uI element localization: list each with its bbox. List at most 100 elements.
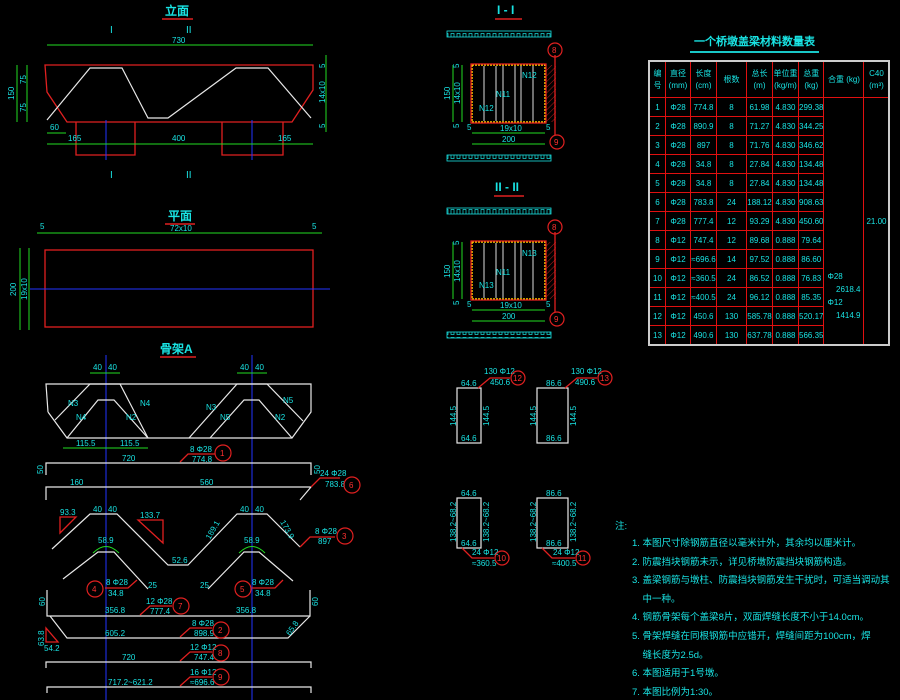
bar-label: N2 (126, 413, 137, 422)
col-header: C40 (m³) (863, 60, 890, 98)
section-mark: II (186, 25, 192, 36)
section-i-i: I - I N12 N11 N12 150 14x10 5 5 5 5 19x1… (443, 3, 565, 162)
table-cell: 908.63 (797, 192, 825, 212)
callout-circle (547, 219, 563, 235)
label-strip (446, 207, 552, 215)
stirrup-side: 138.2~68.2 (482, 501, 491, 542)
table-cell: 13 (648, 325, 666, 346)
rebar-segment: 173.9 (278, 519, 296, 541)
table-cell: 86.60 (797, 249, 825, 269)
dim-inner: 14x10 (453, 260, 462, 282)
note-item: 2. 防震挡块钢筋未示，详见桥墩防震挡块钢筋构造。 (632, 556, 852, 568)
rebar-segment: 52.6 (172, 556, 188, 565)
skeleton-frame (45, 383, 312, 439)
dim-width: 200 (502, 312, 516, 321)
rebar-segment: 50 (313, 465, 322, 474)
dim-bottom: 400 (172, 134, 186, 143)
table-cell: 96.12 (746, 287, 773, 307)
table-cell: 897 (690, 135, 717, 155)
table-cell: 777.4 (690, 211, 717, 231)
rebar-segment: 60 (38, 597, 47, 606)
rebar-length: ≈360.5 (472, 559, 497, 568)
rebar-spec: 12 Φ12 (190, 643, 217, 652)
table-cell: 134.48 (797, 154, 825, 174)
callout-number: 6 (349, 481, 354, 490)
plan-subtitle: 72x10 (170, 224, 192, 233)
section-label: N12 (522, 71, 537, 80)
elevation-view: 立面 730 150 75 75 5 14x10 5 60 165 400 16… (7, 3, 327, 181)
stirrup-side: 138.2~68.2 (529, 501, 538, 542)
table-cell: 490.6 (690, 325, 717, 346)
dim-height: 150 (443, 264, 452, 278)
table-cell: 61.98 (746, 97, 773, 117)
bar-label: N3 (206, 403, 217, 412)
table-cell: 86.52 (746, 268, 773, 288)
rebar-spec: 24 Φ28 (320, 469, 347, 478)
table-header-row: 编号 直径 (mm) 长度 (cm) 根数 总长 (m) 单位重 (kg/m) … (648, 60, 890, 98)
dim-edge: 5 (546, 300, 551, 309)
table-cell: ≈360.5 (690, 268, 717, 288)
rebar-spec: 8 Φ28 (315, 527, 338, 536)
section-mark: I (110, 25, 113, 36)
table-cell: 0.888 (772, 230, 799, 250)
table-cell: 4.830 (772, 97, 799, 117)
callout-circle (597, 370, 613, 386)
notes-list: 1. 本图尺寸除钢筋直径以毫米计外，其余均以厘米计。2. 防震挡块钢筋未示，详见… (632, 535, 900, 700)
table-cell: 0.888 (772, 249, 799, 269)
rebar-8-shape (45, 661, 312, 668)
rebar-segment: 356.8 (236, 606, 257, 615)
table-cell: 34.8 (690, 154, 717, 174)
rebar-segment: 58.9 (98, 536, 114, 545)
table-cell: 783.8 (690, 192, 717, 212)
elevation-title: 立面 (165, 3, 189, 18)
col-header: 总长 (m) (746, 60, 773, 98)
bar-label: N3 (68, 399, 79, 408)
skeleton-bar (66, 399, 149, 439)
table-cell: 585.78 (746, 306, 773, 326)
callout-number: 11 (578, 554, 587, 563)
section-title: I - I (497, 3, 514, 17)
dim-edge: 5 (546, 123, 551, 132)
table-cell: 4.830 (772, 173, 799, 193)
skeleton-outline (46, 67, 312, 121)
dim-edge: 5 (452, 123, 461, 128)
table-cell: 89.68 (746, 230, 773, 250)
rebar-spec: 8 Φ28 (252, 578, 275, 587)
dim-edge: 5 (467, 300, 472, 309)
table-cell: 71.27 (746, 116, 773, 136)
table-cell: ≈696.6 (690, 249, 717, 269)
stirrup-side: 138.2~68.2 (569, 501, 578, 542)
leader-line (179, 651, 212, 662)
dim-height: 150 (443, 86, 452, 100)
stirrup-shape (456, 387, 482, 444)
leader-line (477, 377, 510, 389)
callout-circle (172, 597, 190, 615)
table-cell: 93.29 (746, 211, 773, 231)
callout-number: 3 (342, 532, 347, 541)
rebar-length: 450.6 (490, 378, 511, 387)
rebar-4-shape (62, 551, 149, 590)
dim-inner: 14x10 (453, 82, 462, 104)
callout-number: 8 (552, 223, 557, 232)
table-cell: 12 (648, 306, 666, 326)
table-cell: 0.888 (772, 306, 799, 326)
table-cell: 12 (716, 211, 747, 231)
rebar-segment: 50 (36, 465, 45, 474)
leader-line (179, 453, 215, 463)
rebar-segment: 60 (311, 597, 320, 606)
dim-edge: 5 (452, 300, 461, 305)
plan-view: 平面 72x10 5 5 200 19x10 (9, 209, 330, 330)
table-cell: 8 (716, 135, 747, 155)
dim-right: 5 (318, 63, 327, 68)
rebar-segment: 40 (240, 505, 249, 514)
dim-height: 200 (9, 282, 18, 296)
table-cell: 4.830 (772, 192, 799, 212)
dim-end: 5 (312, 222, 317, 231)
table-cell: 4.830 (772, 135, 799, 155)
table-cell: 0.888 (772, 268, 799, 288)
stirrup-side: 144.5 (482, 405, 491, 426)
